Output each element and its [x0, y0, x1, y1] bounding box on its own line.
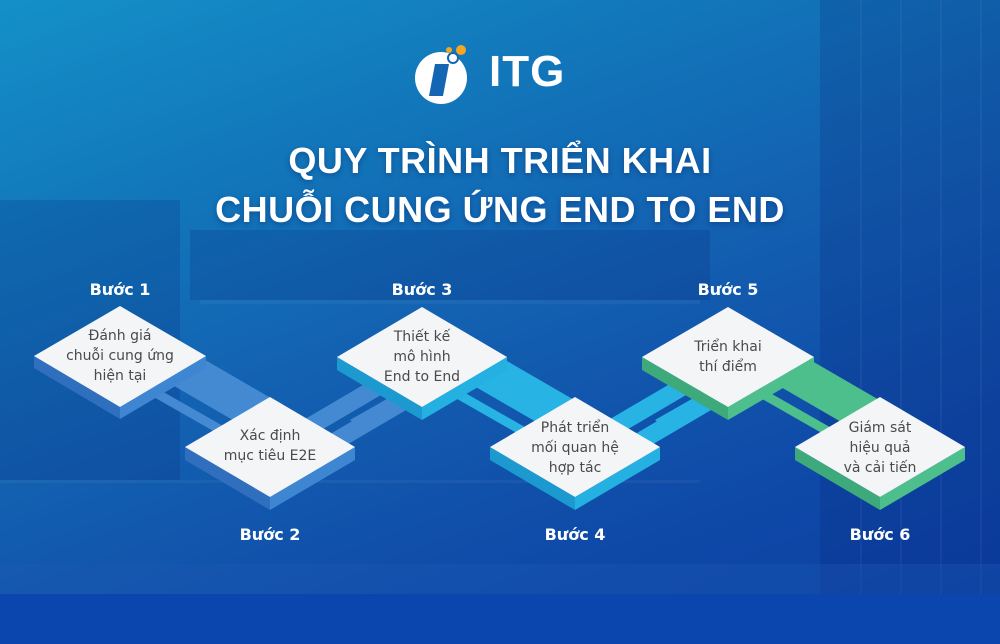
step-2-diamond [185, 397, 355, 510]
step-1-diamond [34, 306, 206, 419]
step-5-line-2: thí điểm [699, 359, 757, 375]
step-6-text: Giám sát hiệu quả và cải tiến [805, 418, 955, 478]
step-6-line-3: và cải tiến [843, 460, 917, 476]
step-6-diamond [795, 397, 965, 510]
brand-name: ITG [489, 47, 566, 96]
step-5-line-1: Triển khai [694, 339, 762, 355]
step-4-line-1: Phát triển [540, 420, 610, 436]
step-3-text: Thiết kế mô hình End to End [347, 327, 497, 387]
step-3-line-1: Thiết kế [393, 329, 451, 345]
page-title-line-2: CHUỖI CUNG ỨNG END TO END [215, 189, 785, 230]
step-6-label: Bước 6 [849, 525, 911, 544]
step-5-diamond [642, 307, 814, 420]
step-4-line-3: hợp tác [548, 460, 602, 476]
step-1-label: Bước 1 [89, 280, 151, 299]
step-3-line-2: mô hình [393, 349, 451, 365]
step-2-label: Bước 2 [239, 525, 301, 544]
step-4-line-2: mối quan hệ [531, 440, 619, 456]
itg-logo-icon [413, 44, 469, 104]
itg-logo: ITG [413, 37, 565, 107]
step-1-text: Đánh giá chuỗi cung ứng hiện tại [45, 326, 195, 386]
step-3-label: Bước 3 [391, 280, 453, 299]
step-4-label: Bước 4 [544, 525, 606, 544]
step-4-text: Phát triển mối quan hệ hợp tác [500, 418, 650, 478]
step-3-diamond [337, 307, 507, 420]
step-2-line-1: Xác định [239, 428, 301, 444]
step-2-line-2: mục tiêu E2E [223, 448, 317, 464]
step-5-text: Triển khai thí điểm [653, 337, 803, 377]
step-1-line-1: Đánh giá [88, 328, 152, 344]
page-title-line-1: QUY TRÌNH TRIỂN KHAI [288, 140, 712, 181]
step-3-line-3: End to End [383, 369, 461, 385]
step-1-line-2: chuỗi cung ứng [66, 348, 174, 364]
step-4-diamond [490, 397, 660, 510]
step-2-text: Xác định mục tiêu E2E [195, 426, 345, 466]
step-6-line-1: Giám sát [848, 420, 912, 436]
step-1-line-3: hiện tại [93, 368, 147, 384]
step-5-label: Bước 5 [697, 280, 759, 299]
step-6-line-2: hiệu quả [849, 440, 911, 456]
